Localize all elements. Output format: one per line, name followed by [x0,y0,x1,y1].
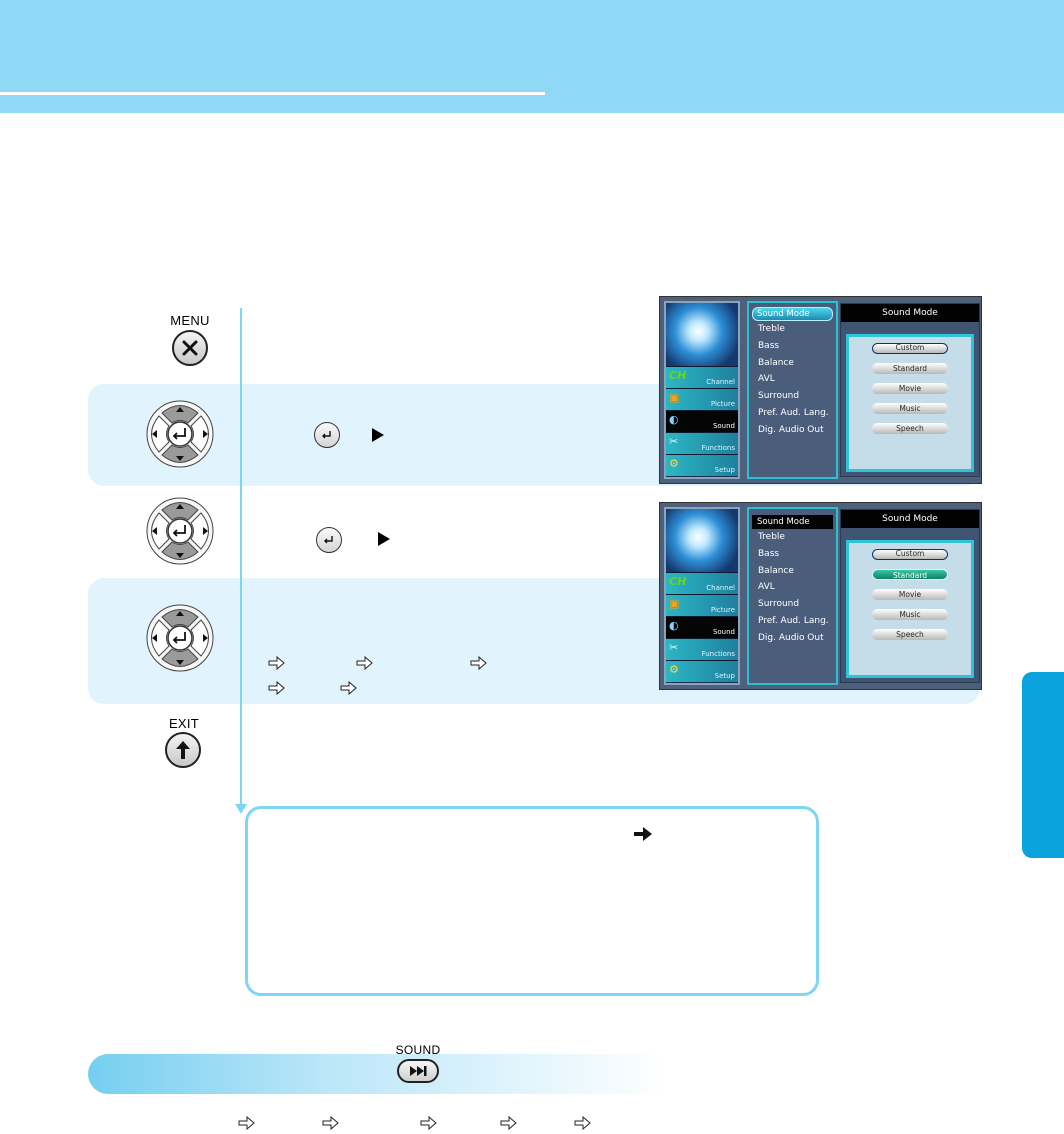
dpad-step-3[interactable] [146,497,214,570]
directional-pad-icon [146,604,214,672]
osd-item-sound-mode: Sound Mode [752,307,833,321]
flow-line [240,308,242,808]
enter-key-icon [324,536,333,544]
dpad-step-4[interactable] [146,604,214,677]
osd-option-music: Music [872,403,948,414]
dpad-step-2[interactable] [146,400,214,473]
osd-menu-item-functions: ✂Functions [666,638,738,660]
osd-item-bass: Bass [758,548,780,559]
osd-option-movie: Movie [872,383,948,394]
flow-arrow-head [235,804,247,814]
outline-right-arrow-icon [322,1116,339,1130]
exit-button-label: EXIT [168,716,200,731]
speaker-icon [666,509,738,572]
osd-menu-item-setup: ⚙Setup [666,660,738,682]
osd-menu-item-picture: ▣Picture [666,388,738,410]
outline-right-arrow-icon [238,1116,255,1130]
osd-item-avl: AVL [758,374,775,385]
enter-key-icon [322,431,331,439]
menu-button-label: MENU [170,313,210,328]
enter-key-inline-1 [314,422,340,448]
sound-button[interactable] [397,1059,439,1083]
osd-menu-item-sound: ◐Sound [666,410,738,432]
osd-menu-item-picture: ▣Picture [666,594,738,616]
osd-panel-title: Sound Mode [841,510,979,528]
osd-item-surround: Surround [758,391,800,402]
enter-key-inline-2 [316,527,342,553]
osd-item-treble: Treble [758,532,785,542]
osd-option-movie: Movie [872,589,948,600]
menu-button[interactable] [172,330,208,366]
osd-option-speech: Speech [872,423,948,434]
osd-option-speech: Speech [872,629,948,640]
speaker-icon [666,303,738,366]
osd-item-pref-aud-lang: Pref. Aud. Lang. [758,615,829,626]
outline-right-arrow-icon [574,1116,591,1130]
osd-menu-item-functions: ✂Functions [666,432,738,454]
osd-options-box: Custom Standard Movie Music Speech [846,540,974,678]
osd-sound-submenu: Sound Mode Treble Bass Balance AVL Surro… [747,301,838,479]
outline-right-arrow-icon [420,1116,437,1130]
outline-right-arrow-icon [340,681,357,695]
note-box [245,806,819,996]
outline-right-arrow-icon [500,1116,517,1130]
outline-right-arrow-icon [268,656,285,670]
exit-button[interactable] [165,732,201,768]
osd-option-custom: Custom [872,549,948,560]
outline-right-arrow-icon [268,681,285,695]
osd-item-pref-aud-lang: Pref. Aud. Lang. [758,407,829,418]
right-triangle-icon [378,532,390,546]
directional-pad-icon [146,400,214,468]
osd-menu-item-sound: ◐Sound [666,616,738,638]
directional-pad-icon [146,497,214,565]
sound-button-label: SOUND [395,1043,441,1057]
outline-right-arrow-icon [356,656,373,670]
osd-option-music: Music [872,609,948,620]
osd-item-surround: Surround [758,599,800,610]
osd-item-sound-mode: Sound Mode [752,515,833,529]
osd-item-treble: Treble [758,324,785,334]
osd-item-dig-audio-out: Dig. Audio Out [758,424,824,435]
osd-item-balance: Balance [758,357,794,368]
right-triangle-icon [372,428,384,442]
osd-sound-mode-panel: Sound Mode Custom Standard Movie Music S… [840,303,980,477]
osd-item-avl: AVL [758,582,775,593]
osd-options-box: Custom Standard Movie Music Speech [846,334,974,472]
osd-option-standard: Standard [872,363,948,374]
osd-menu-item-setup: ⚙Setup [666,454,738,476]
osd-sound-submenu: Sound Mode Treble Bass Balance AVL Surro… [747,507,838,685]
osd-option-custom: Custom [872,343,948,354]
close-x-icon [182,340,198,356]
outline-right-arrow-icon [470,656,487,670]
osd-panel-title: Sound Mode [841,304,979,322]
osd-item-balance: Balance [758,565,794,576]
chapter-side-tab [1022,672,1064,858]
osd-item-dig-audio-out: Dig. Audio Out [758,632,824,643]
sound-shortcut-bar [88,1054,668,1094]
osd-option-standard: Standard [872,569,948,580]
up-arrow-icon [176,741,190,759]
osd-sound-mode-panel: Sound Mode Custom Standard Movie Music S… [840,509,980,683]
page-header-band [0,0,1064,113]
header-divider [0,92,545,95]
skip-forward-icon [410,1066,427,1076]
solid-right-arrow-icon [634,827,652,841]
osd-item-bass: Bass [758,340,780,351]
